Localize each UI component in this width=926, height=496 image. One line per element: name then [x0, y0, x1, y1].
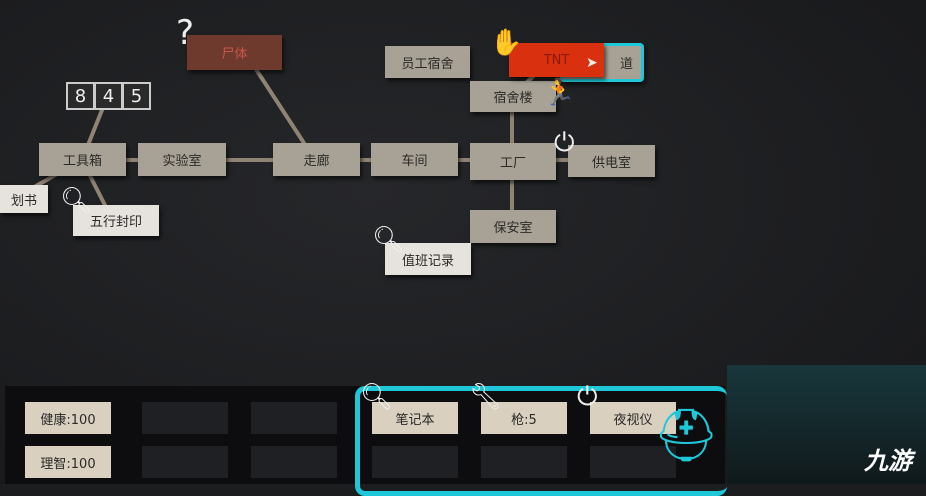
- node-toolbox[interactable]: 工具箱: [39, 143, 126, 176]
- tnt-item-dragging[interactable]: TNT: [509, 43, 604, 77]
- question-icon: ?: [176, 13, 195, 53]
- code-lock[interactable]: 8 4 5: [66, 82, 151, 110]
- code-digit: 4: [96, 84, 121, 108]
- wrench-icon: 🔧︎: [469, 382, 503, 412]
- empty-slot[interactable]: [251, 402, 337, 434]
- magnifier-icon: 🔍︎: [372, 225, 406, 255]
- node-lab[interactable]: 实验室: [138, 143, 226, 176]
- inventory-item-notebook[interactable]: 笔记本: [372, 402, 458, 434]
- backpack-icon[interactable]: ⛑︎: [653, 406, 720, 466]
- watermark: 九游: [727, 365, 926, 484]
- clue-plan-book[interactable]: 划书: [0, 185, 48, 213]
- inventory-item-gun[interactable]: 枪:5: [481, 402, 567, 434]
- sanity-stat: 理智:100: [25, 446, 111, 478]
- health-stat: 健康:100: [25, 402, 111, 434]
- clue-duty-log[interactable]: 值班记录: [385, 243, 471, 275]
- bottom-panel: 健康:100 理智:100 笔记本 枪:5 夜视仪 🔍︎ 🔧︎ ⏻ ⛑︎: [5, 382, 725, 484]
- code-digit: 5: [124, 84, 149, 108]
- running-person-icon: 🏃: [543, 78, 576, 108]
- empty-slot[interactable]: [590, 446, 676, 478]
- power-icon: ⏻: [577, 382, 598, 412]
- magnifier-icon: 🔍︎: [360, 382, 394, 412]
- empty-slot[interactable]: [481, 446, 567, 478]
- mouse-cursor-icon: ➤: [586, 55, 598, 71]
- node-security-room[interactable]: 保安室: [470, 210, 556, 243]
- node-corpse[interactable]: 尸体: [187, 35, 282, 70]
- clue-five-seal[interactable]: 五行封印: [73, 205, 159, 236]
- node-dorm-building[interactable]: 宿舍楼: [470, 81, 556, 112]
- power-icon: ⏻: [554, 128, 575, 158]
- empty-slot[interactable]: [372, 446, 458, 478]
- empty-slot[interactable]: [142, 402, 228, 434]
- magnifier-icon: 🔍︎: [60, 186, 94, 216]
- node-workshop[interactable]: 车间: [371, 143, 458, 176]
- hand-grab-icon: ✋: [490, 28, 523, 58]
- node-corridor[interactable]: 走廊: [273, 143, 360, 176]
- node-factory[interactable]: 工厂: [470, 143, 556, 180]
- inventory-item-night-vision[interactable]: 夜视仪: [590, 402, 676, 434]
- code-digit: 8: [68, 84, 93, 108]
- empty-slot[interactable]: [142, 446, 228, 478]
- node-staff-dorm[interactable]: 员工宿舍: [385, 46, 470, 78]
- empty-slot[interactable]: [251, 446, 337, 478]
- node-power-room[interactable]: 供电室: [568, 145, 655, 177]
